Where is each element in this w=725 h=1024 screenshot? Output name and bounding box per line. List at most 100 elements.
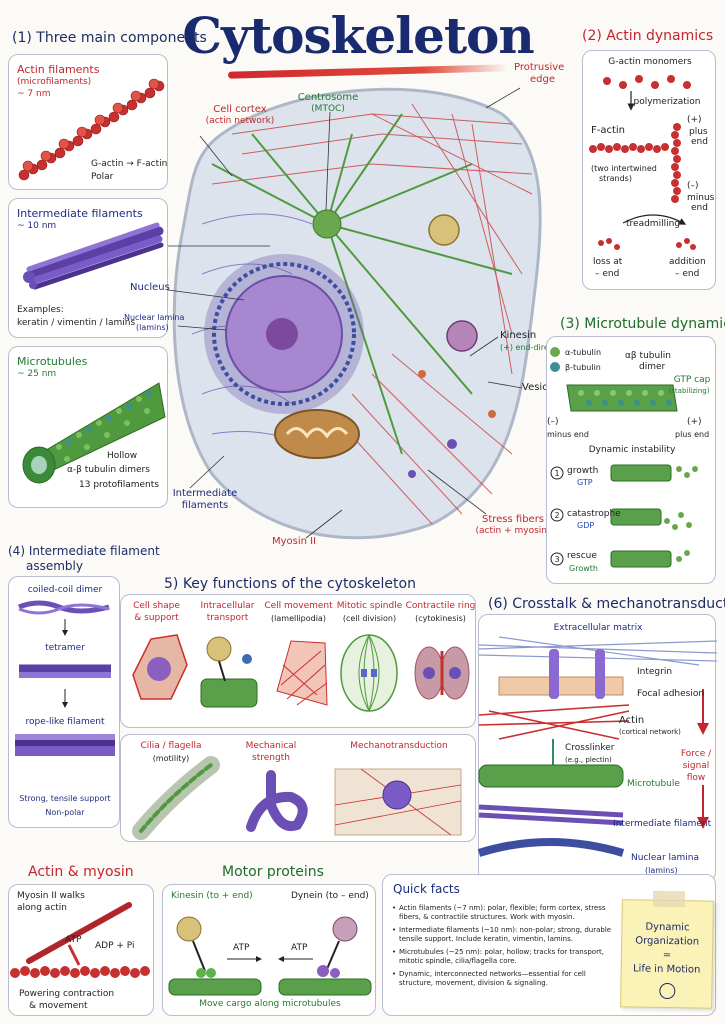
microtubule-dynamics-panel: 1 2 3 α-tubulin β-tubulin αβ tubulin dim… (546, 336, 716, 584)
function-item: Mechanical strength (221, 735, 321, 843)
smiley-icon (659, 982, 676, 1000)
function-sub: (cytokinesis) (415, 614, 466, 623)
vesicle-label: Vesicle (522, 382, 557, 393)
motor-proteins-panel: Kinesin (to + end) Dynein (to – end) ATP… (162, 884, 376, 1016)
protrusive-edge-label-2: edge (530, 74, 555, 85)
function-title: Cell shape (133, 601, 180, 611)
nucleus-label: Nucleus (130, 282, 170, 293)
nuclear-lamina-label-2: Nuclear lamina (631, 853, 700, 863)
cell-cortex-sub: (actin network) (205, 116, 275, 126)
function-title: Contractile ring (405, 601, 476, 611)
microtubule-label: Microtubule (627, 779, 680, 789)
mt-minus-symbol: (–) (547, 417, 559, 427)
quick-facts-list: Actin filaments (~7 nm): polar, flexible… (392, 904, 612, 992)
quick-facts-heading: Quick facts (393, 882, 460, 896)
kinesin-sub: (+) end-directed (500, 343, 567, 352)
kinesin-atp-label: ATP (233, 943, 250, 953)
function-title: Intracellular (200, 601, 255, 611)
sticky-note-text: Dynamic Organization = Life in Motion (632, 921, 701, 976)
gtp-cap-label: GTP cap (673, 375, 711, 385)
function-item: Contractile ring (cytokinesis) (405, 595, 476, 729)
myosin-ii-label: Myosin II (272, 536, 317, 547)
beta-tubulin-label: β-tubulin (565, 363, 601, 372)
intermediate-filaments-label-2: filaments (181, 500, 229, 511)
quick-fact-item: Dynamic, interconnected networks—essenti… (392, 970, 612, 988)
nuclear-lamina-label: Nuclear lamina (124, 313, 185, 322)
coiled-coil-label: coiled-coil dimer (27, 585, 103, 595)
crosslinker-sub: (e.g., plectin) (565, 756, 612, 764)
dynein-atp-label: ATP (291, 943, 308, 953)
actin-size: ~ 7 nm (17, 89, 51, 99)
intermediate-title: Intermediate filaments (17, 207, 143, 220)
section-4-heading-1: (4) Intermediate filament (8, 544, 160, 558)
svg-text:3: 3 (554, 555, 559, 564)
dynein-motor-label: Dynein (to – end) (291, 891, 369, 901)
intermediate-panel: Intermediate filaments ~ 10 nm Examples:… (8, 198, 168, 338)
intermediate-examples: keratin / vimentin / lamins (17, 318, 136, 328)
addition-label-2: – end (675, 269, 700, 279)
f-actin-sub-2: strands) (599, 174, 632, 183)
move-cargo-label: Move cargo along microtubules (199, 999, 341, 1009)
key-functions-panel-1: Cell shape & support Intracellular trans… (120, 594, 476, 728)
actin-filament-illustration (18, 78, 165, 181)
tetramer-label: tetramer (45, 643, 85, 653)
intermediate-filament-label: Intermediate filament (613, 819, 712, 829)
motor-proteins-heading: Motor proteins (222, 864, 324, 880)
microtubules-desc-2: α-β tubulin dimers (67, 465, 150, 475)
crosstalk-panel: Extracellular matrix Integrin Focal adhe… (477, 614, 718, 882)
loss-label-2: – end (595, 269, 620, 279)
kinesin-motor-label: Kinesin (to + end) (171, 891, 253, 901)
alpha-tubulin-label: α-tubulin (565, 348, 602, 357)
function-title: Mechanical (245, 741, 297, 751)
rope-like-label: rope-like filament (25, 717, 105, 727)
function-title: Mitotic spindle (336, 601, 403, 611)
actin-subtitle: (microfilaments) (17, 77, 92, 87)
plus-symbol: (+) (687, 115, 702, 125)
function-title: Mechanotransduction (350, 741, 448, 751)
microtubules-panel: Microtubules ~ 25 nm Hollow α-β tubulin … (8, 346, 168, 508)
microtubules-desc-3: 13 protofilaments (79, 480, 159, 490)
function-item: Intracellular transport (192, 595, 263, 729)
powering-label-1: Powering contraction (19, 989, 115, 999)
svg-text:2: 2 (554, 511, 559, 520)
centrosome-sub: (MTOC) (311, 104, 345, 114)
growth-label: growth (567, 466, 599, 476)
kinesin-label: Kinesin (500, 330, 537, 341)
function-item: Cell movement (lamellipodia) (263, 595, 334, 729)
quick-fact-item: Actin filaments (~7 nm): polar, flexible… (392, 904, 612, 922)
strong-support-label: Strong, tensile support (19, 794, 111, 803)
sticky-note: Dynamic Organization = Life in Motion (620, 890, 714, 1009)
microtubules-desc-1: Hollow (107, 451, 138, 461)
minus-end-label-2: end (691, 203, 708, 213)
catastrophe-sub: GDP (577, 521, 595, 530)
microtubule-illustration (22, 382, 166, 484)
intermediate-size: ~ 10 nm (17, 221, 57, 231)
focal-adhesion-label: Focal adhesion (637, 689, 705, 699)
if-assembly-diagram (15, 600, 115, 756)
tape (652, 890, 686, 908)
function-sub: (lamellipodia) (271, 614, 326, 623)
function-item: Cell shape & support (121, 595, 192, 729)
rescue-label: rescue (567, 551, 597, 561)
section-6-heading: (6) Crosstalk & mechanotransduction (488, 596, 725, 612)
nuclear-lamina-sub: (lamins) (136, 323, 169, 332)
ecm-label: Extracellular matrix (553, 623, 643, 633)
force-label-2: signal (682, 761, 710, 771)
function-title: Cilia / flagella (140, 741, 202, 751)
actin-title: Actin filaments (17, 63, 100, 76)
page-title: Cytoskeleton (182, 6, 535, 65)
protrusive-edge-label: Protrusive (514, 62, 565, 73)
mt-plus-symbol: (+) (687, 417, 702, 427)
dimer-label-1: αβ tubulin (625, 351, 671, 361)
adp-label: ADP + Pi (95, 941, 135, 951)
function-item: Cilia / flagella (motility) (121, 735, 221, 843)
intermediate-filaments-label: Intermediate (172, 488, 238, 499)
mt-minus-end-label: minus end (547, 430, 589, 439)
crosslinker-label: Crosslinker (565, 743, 615, 753)
actin-dynamics-diagram (589, 75, 696, 250)
crosstalk-diagram (477, 636, 718, 857)
addition-label-1: addition (669, 257, 706, 267)
function-item: Mechanotransduction (321, 735, 477, 843)
minus-end-label-1: minus (687, 193, 715, 203)
